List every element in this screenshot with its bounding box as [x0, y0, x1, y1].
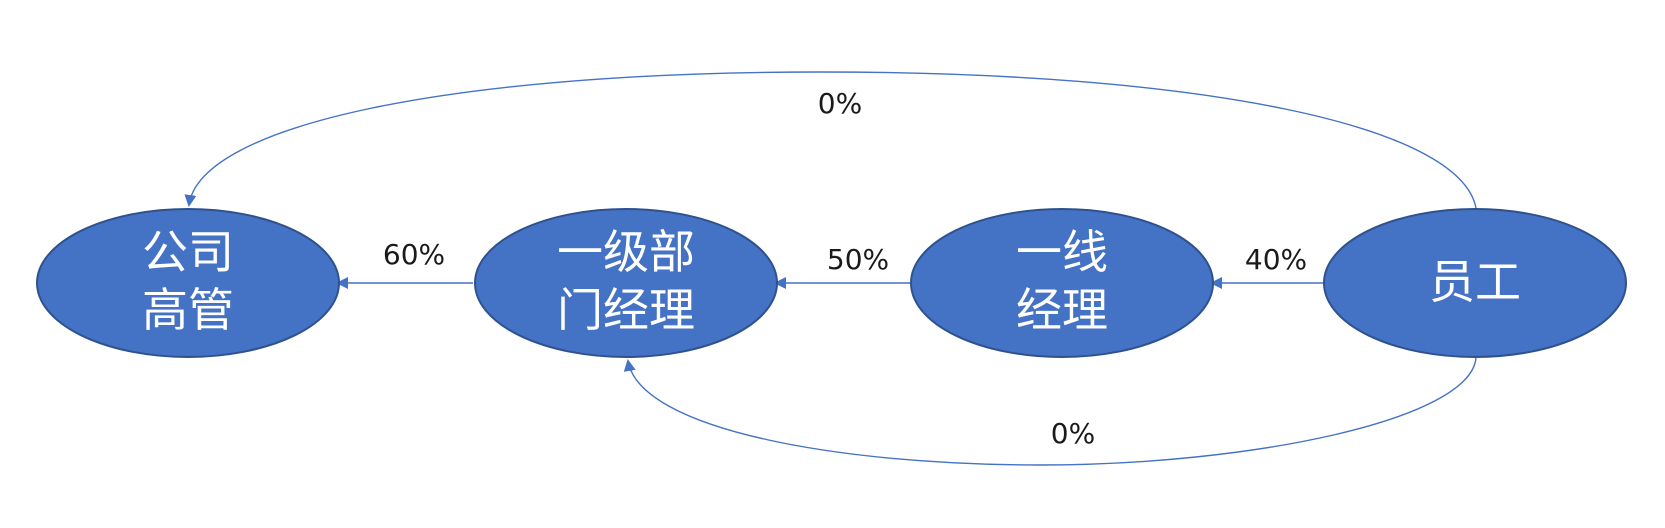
- node-frontline-manager: 一线 经理: [910, 208, 1214, 358]
- node-dept-line2: 门经理: [557, 283, 695, 337]
- node-dept-line1: 一级部: [557, 225, 695, 279]
- node-senior-management: 公司 高管: [36, 208, 340, 358]
- edge-staff-to-senior: [184, 71, 1477, 209]
- edge-label-staff-to-frontline: 40%: [1245, 243, 1307, 276]
- node-staff: 员工: [1323, 208, 1627, 358]
- edge-label-dept-to-senior: 60%: [383, 238, 445, 271]
- node-staff-label: 员工: [1429, 255, 1521, 309]
- edge-label-staff-to-dept: 0%: [1051, 417, 1095, 450]
- node-frontline-line2: 经理: [1016, 283, 1108, 337]
- edge-label-frontline-to-dept: 50%: [827, 243, 889, 276]
- edge-staff-to-dept: [623, 357, 1477, 466]
- node-senior-line2: 高管: [142, 283, 234, 337]
- node-frontline-line1: 一线: [1016, 225, 1108, 279]
- node-department-manager: 一级部 门经理: [474, 208, 778, 358]
- node-senior-line1: 公司: [142, 225, 234, 279]
- edge-label-staff-to-senior: 0%: [818, 87, 862, 120]
